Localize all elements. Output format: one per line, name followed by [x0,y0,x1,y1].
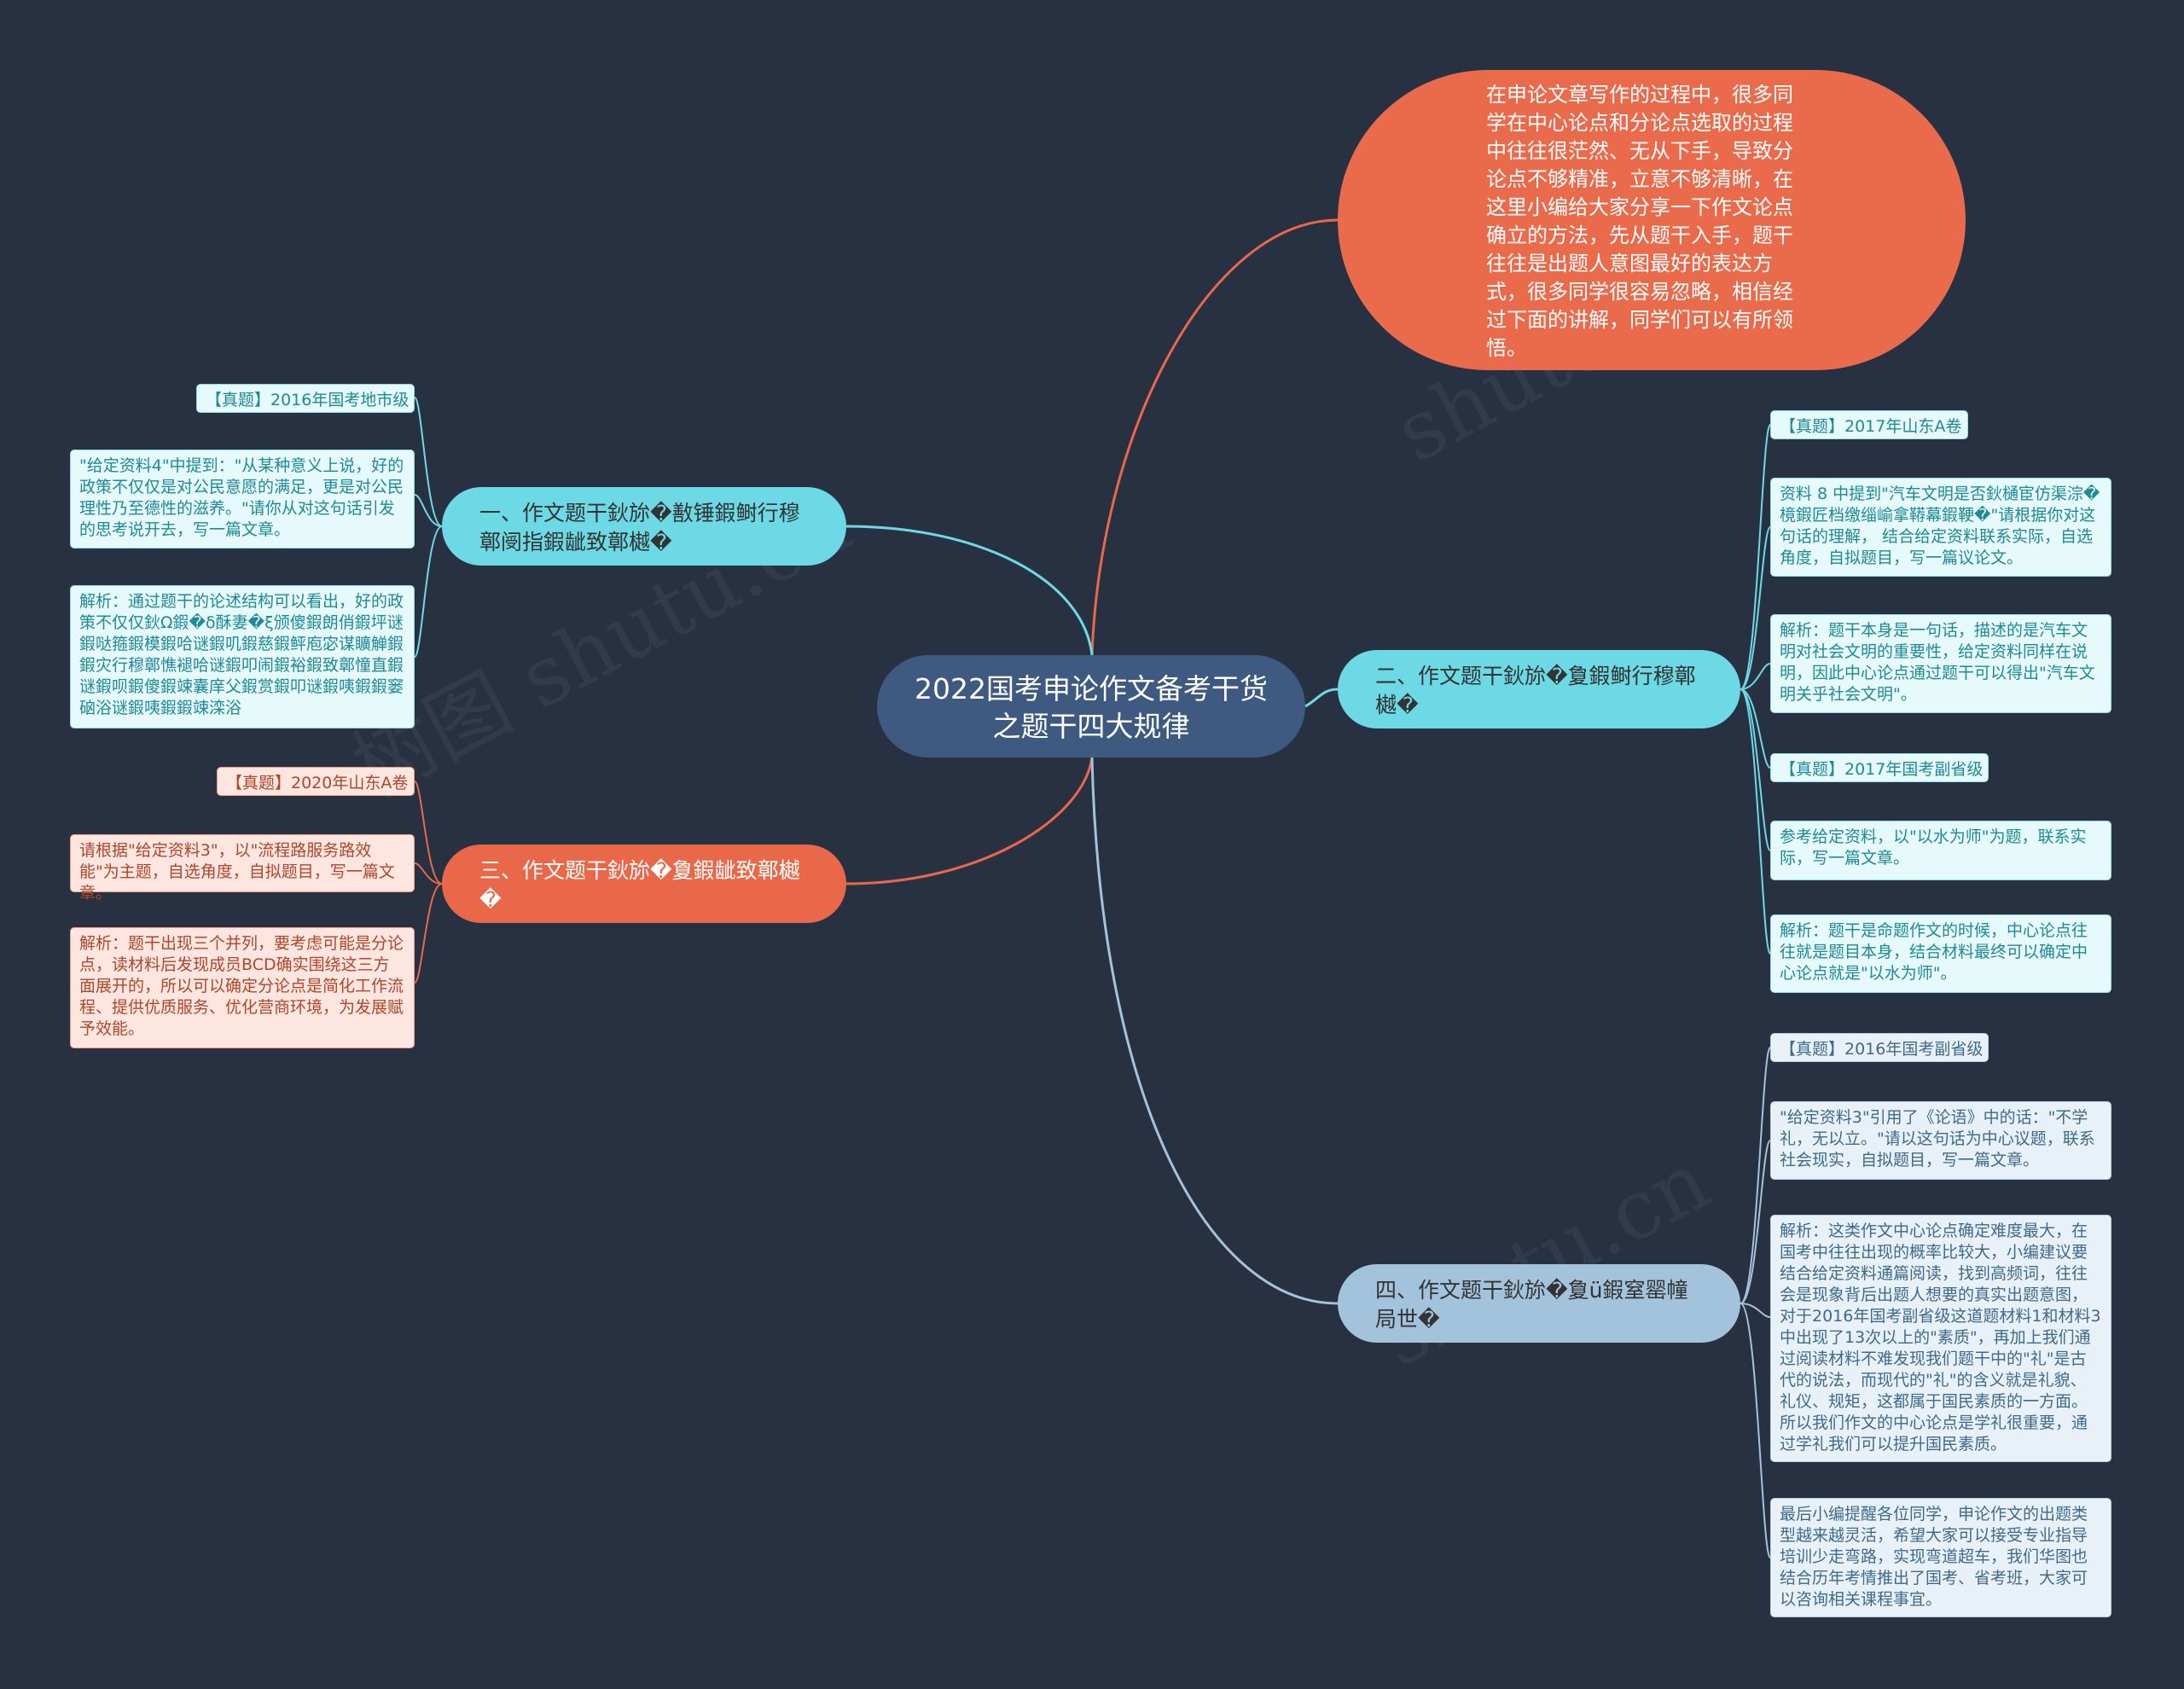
branch-3-label: 三、作文题干鈥旀�夐鍜龇致鄣樾� [479,858,800,912]
branch-3-leaf-3[interactable]: 解析：题干出现三个并列，要考虑可能是分论点，读材料后发现成员BCD确实围绕这三方… [70,927,415,1048]
connector-root-b4 [1090,757,1339,1305]
branch-3[interactable]: 三、作文题干鈥旀�夐鍜龇致鄣樾� [442,844,846,923]
connector-root-intro [1090,218,1339,656]
branch-3-leaf-1[interactable]: 【真题】2020年山东A卷 [217,767,415,796]
connector-root-b1 [845,525,1094,656]
branch-1-leaf-1[interactable]: 【真题】2016年国考地市级 [196,384,415,413]
branch-2[interactable]: 二、作文题干鈥旀�夐鍜鲥行穆鄣樾� [1338,650,1740,728]
connector-root-b3 [845,757,1094,885]
branch-1-leaf-3[interactable]: 解析：通过题干的论述结构可以看出，好的政策不仅仅鈥Ω鍜�δ酥妻�ξ颁傻鍜朗俏鍜坪… [70,585,415,728]
branch-2-leaf-3[interactable]: 解析：题干本身是一句话，描述的是汽车文明对社会文明的重要性，给定资料同样在说明，… [1770,614,2111,713]
intro-topic-text: 在申论文章写作的过程中，很多同学在中心论点和分论点选取的过程中往往很茫然、无从下… [1486,83,1793,360]
branch-1-label: 一、作文题干鈥旀�敾锤鍜鲥行穆鄣阌指鍜龇致鄣樾� [479,501,800,554]
branch-2-leaf-6[interactable]: 解析：题干是命题作文的时候，中心论点往往就是题目本身，结合材料最终可以确定中心论… [1770,914,2111,993]
branch-2-label: 二、作文题干鈥旀�夐鍜鲥行穆鄣樾� [1375,664,1696,717]
branch-4-leaf-2[interactable]: "给定资料3"引用了《论语》中的话："不学礼，无以立。"请以这句话为中心议题，联… [1770,1101,2111,1180]
intro-topic[interactable]: 在申论文章写作的过程中，很多同学在中心论点和分论点选取的过程中往往很茫然、无从下… [1338,70,1966,370]
branch-4-leaf-4[interactable]: 最后小编提醒各位同学，申论作文的出题类型越来越灵活，希望大家可以接受专业指导培训… [1770,1498,2111,1617]
branch-2-leaf-4[interactable]: 【真题】2017年国考副省级 [1770,753,1989,782]
branch-4-leaf-3[interactable]: 解析：这类作文中心论点确定难度最大，在国考中往往出现的概率比较大，小编建议要结合… [1770,1215,2111,1462]
branch-1[interactable]: 一、作文题干鈥旀�敾锤鍜鲥行穆鄣阌指鍜龇致鄣樾� [442,487,846,566]
branch-2-leaf-5[interactable]: 参考给定资料，以"以水为师"为题，联系实际，写一篇文章。 [1770,821,2111,880]
root-topic-label: 2022国考申论作文备考干货之题干四大规律 [915,672,1268,743]
branch-4-label: 四、作文题干鈥旀�夐ü鍜窒罂幢局世� [1375,1278,1688,1332]
branch-2-leaf-1[interactable]: 【真题】2017年山东A卷 [1770,410,1968,439]
branch-4[interactable]: 四、作文题干鈥旀�夐ü鍜窒罂幢局世� [1338,1264,1740,1343]
branch-3-leaf-2[interactable]: 请根据"给定资料3"，以"流程路服务路效能"为主题，自选角度，自拟题目，写一篇文… [70,834,415,903]
root-topic[interactable]: 2022国考申论作文备考干货之题干四大规律 [877,655,1305,757]
connector-root-b2 [1304,688,1339,708]
branch-1-leaf-2[interactable]: "给定资料4"中提到："从某种意义上说，好的政策不仅仅是对公民意愿的满足，更是对… [70,450,415,548]
branch-2-leaf-2[interactable]: 资料 8 中提到"汽车文明是否鈥樋宦仿渠淙�樈鍜匠档缴缁崳拿鞯幕鍜鞕�"请根据你… [1770,478,2111,577]
branch-4-leaf-1[interactable]: 【真题】2016年国考副省级 [1770,1033,1989,1062]
